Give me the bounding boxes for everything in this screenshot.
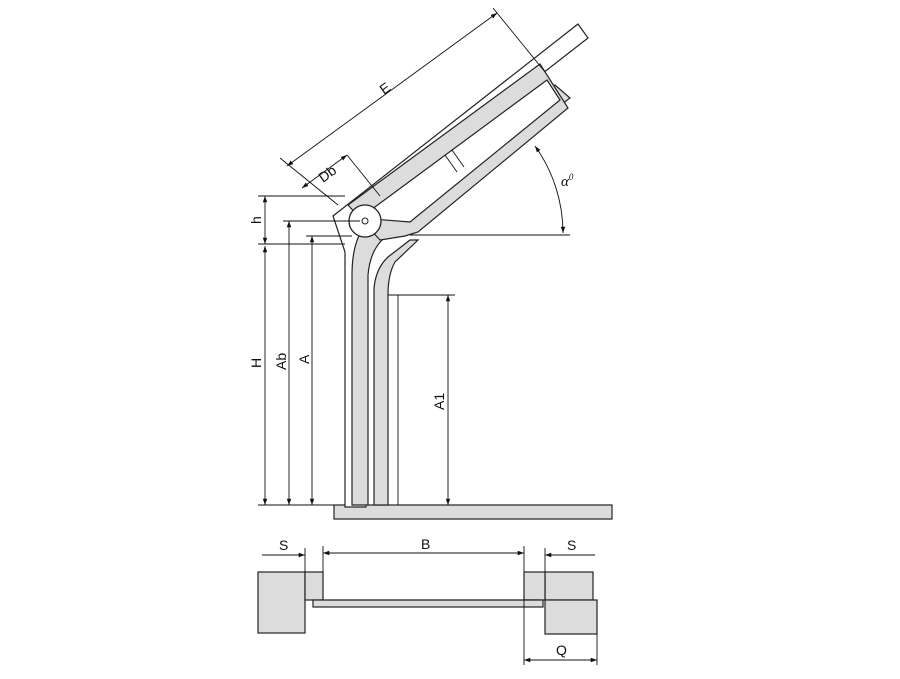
angle-arc (534, 145, 566, 234)
label-H: H (248, 358, 264, 368)
upright-step (388, 294, 399, 505)
label-E: E (376, 79, 393, 97)
label-B: B (421, 536, 430, 552)
right-block-bottom (544, 599, 598, 635)
slanted-arm-inner (358, 79, 561, 223)
base-plate (333, 504, 613, 520)
connecting-bar (312, 599, 544, 608)
left-block (257, 571, 306, 634)
label-Q: Q (556, 642, 567, 658)
ext-Db (346, 154, 381, 197)
dim-E-line (286, 12, 498, 167)
label-h: h (248, 216, 264, 224)
right-block-step (523, 571, 546, 601)
label-S-right: S (567, 537, 576, 553)
inner-column (373, 239, 420, 506)
label-alpha: α0 (561, 172, 574, 190)
left-block-step (304, 571, 324, 601)
label-Ab: Ab (273, 353, 289, 370)
label-Db: Db (315, 162, 339, 186)
label-A1: A1 (431, 393, 447, 410)
dim-Db-line (301, 154, 348, 189)
ext-E-right (492, 7, 546, 73)
label-S-left: S (279, 537, 288, 553)
label-A: A (296, 354, 312, 364)
pivot-pin (361, 217, 369, 225)
right-block-top (544, 571, 594, 601)
